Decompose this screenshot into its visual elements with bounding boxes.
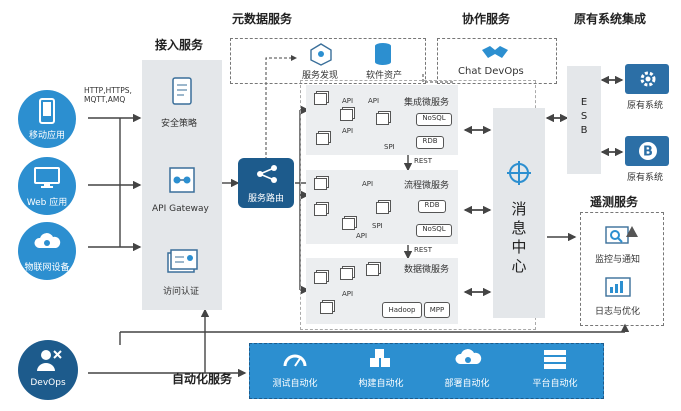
legacy-system-1 <box>625 64 669 94</box>
service-cube <box>342 218 355 230</box>
auth-card-icon <box>167 249 198 273</box>
legacy-system-label: 原有系统 <box>627 173 664 183</box>
integration-rdb-db: RDB <box>416 136 444 149</box>
chat-devops-label: Chat DevOps <box>458 66 524 77</box>
process-spi-label: SPI <box>372 222 383 230</box>
protocols-label: HTTP,HTTPS, MQTT,AMQ <box>84 86 132 104</box>
service-cube <box>314 178 327 190</box>
esb-panel: E S B <box>567 66 601 174</box>
build-automation-label: 构建自动化 <box>358 379 404 389</box>
integration-api-label: API <box>342 127 354 135</box>
legacy-integration-title: 原有系统集成 <box>574 12 647 26</box>
service-discovery-icon <box>310 43 332 66</box>
metadata-services-box <box>230 38 426 84</box>
client-mobile-app: 移动应用 <box>18 90 76 148</box>
integration-nosql-db: NoSQL <box>416 113 452 126</box>
service-discovery-label: 服务发现 <box>302 71 339 81</box>
monitoring-services-title: 遥测服务 <box>590 195 639 209</box>
service-cube <box>340 268 353 280</box>
service-cube <box>320 302 333 314</box>
data-api-label: API <box>342 290 354 298</box>
devops-label: DevOps <box>30 378 66 388</box>
cloud-deploy-icon <box>455 349 482 364</box>
magnifier-alert-icon <box>605 226 638 244</box>
client-mobile-label: 移动应用 <box>28 131 65 141</box>
automation-bar: 测试自动化 构建自动化 部署自动化 平台自动化 <box>249 343 604 399</box>
monitoring-services-box <box>580 212 664 326</box>
process-microservice-title: 流程微服务 <box>404 181 450 191</box>
integration-microservice-panel: API API API SPI 集成微服务 NoSQL RDB <box>306 85 458 155</box>
service-cube <box>314 93 327 105</box>
process-rdb-db: RDB <box>418 200 446 213</box>
service-router-label: 服务路由 <box>247 194 284 204</box>
test-automation-label: 测试自动化 <box>272 379 318 389</box>
process-api-label: API <box>362 180 374 188</box>
client-web-app: Web 应用 <box>18 157 76 215</box>
process-nosql-db: NoSQL <box>416 224 452 237</box>
legacy-system-label: 原有系统 <box>627 101 664 111</box>
security-policy-label: 安全策略 <box>161 119 198 129</box>
gauge-icon <box>283 354 307 367</box>
data-microservice-title: 数据微服务 <box>404 265 450 275</box>
handshake-icon <box>482 46 508 58</box>
service-router-node: 服务路由 <box>238 158 294 208</box>
routing-share-icon <box>257 165 277 183</box>
service-cube <box>376 202 389 214</box>
service-cube <box>366 264 379 276</box>
automation-services-title: 自动化服务 <box>172 372 233 386</box>
client-web-label: Web 应用 <box>26 198 68 208</box>
rest-label-2: REST <box>414 246 433 254</box>
metadata-services-title: 元数据服务 <box>232 12 293 26</box>
api-gateway-label: API Gateway <box>152 204 209 214</box>
security-scroll-icon <box>172 77 192 105</box>
svg-text:B: B <box>643 145 653 160</box>
chart-log-icon <box>605 277 631 297</box>
message-center-panel: 消 息 中 心 <box>493 108 545 318</box>
gateway-icon <box>169 167 195 193</box>
service-cube <box>376 113 389 125</box>
monitoring-notify-label: 监控与通知 <box>595 255 641 265</box>
software-assets-label: 软件资产 <box>366 71 403 81</box>
service-cube <box>314 204 327 216</box>
data-microservice-panel: API 数据微服务 Hadoop MPP <box>306 258 458 324</box>
engineer-tools-icon <box>37 350 62 371</box>
legacy-system-2: B <box>625 136 669 166</box>
cloud-gear-icon <box>34 233 61 248</box>
esb-label: E S B <box>580 97 588 136</box>
integration-api-label: API <box>342 97 354 105</box>
service-cube <box>314 272 327 284</box>
integration-microservice-title: 集成微服务 <box>404 98 450 108</box>
blocks-icon <box>370 349 390 367</box>
deploy-automation-label: 部署自动化 <box>444 379 490 389</box>
integration-api-label: API <box>368 97 380 105</box>
log-optimize-label: 日志与优化 <box>595 307 641 317</box>
server-rack-icon <box>544 350 566 369</box>
gear-icon <box>640 71 656 87</box>
compass-icon <box>507 161 531 185</box>
hadoop-db: Hadoop <box>382 302 422 318</box>
collaboration-services-title: 协作服务 <box>462 12 511 26</box>
collaboration-services-box <box>437 38 557 84</box>
service-cube <box>340 109 353 121</box>
service-cube <box>316 133 329 145</box>
database-icon <box>375 43 391 65</box>
process-api-label: API <box>356 232 368 240</box>
mpp-db: MPP <box>424 302 450 318</box>
integration-spi-label: SPI <box>384 143 395 151</box>
access-services-title: 接入服务 <box>155 38 204 52</box>
mobile-phone-icon <box>39 98 55 124</box>
message-center-label: 消 息 中 心 <box>511 200 527 275</box>
monitor-icon <box>34 167 60 188</box>
process-microservice-panel: API API SPI 流程微服务 RDB NoSQL <box>306 170 458 244</box>
platform-automation-label: 平台自动化 <box>532 379 578 389</box>
bitcoin-icon: B <box>639 142 657 160</box>
devops-node: DevOps <box>18 340 78 400</box>
client-iot-device: 物联网设备 <box>18 222 76 280</box>
access-services-panel: 安全策略 API Gateway 访问认证 <box>142 60 222 310</box>
client-iot-label: 物联网设备 <box>24 263 70 273</box>
access-auth-label: 访问认证 <box>163 287 200 297</box>
rest-label-1: REST <box>414 157 433 165</box>
